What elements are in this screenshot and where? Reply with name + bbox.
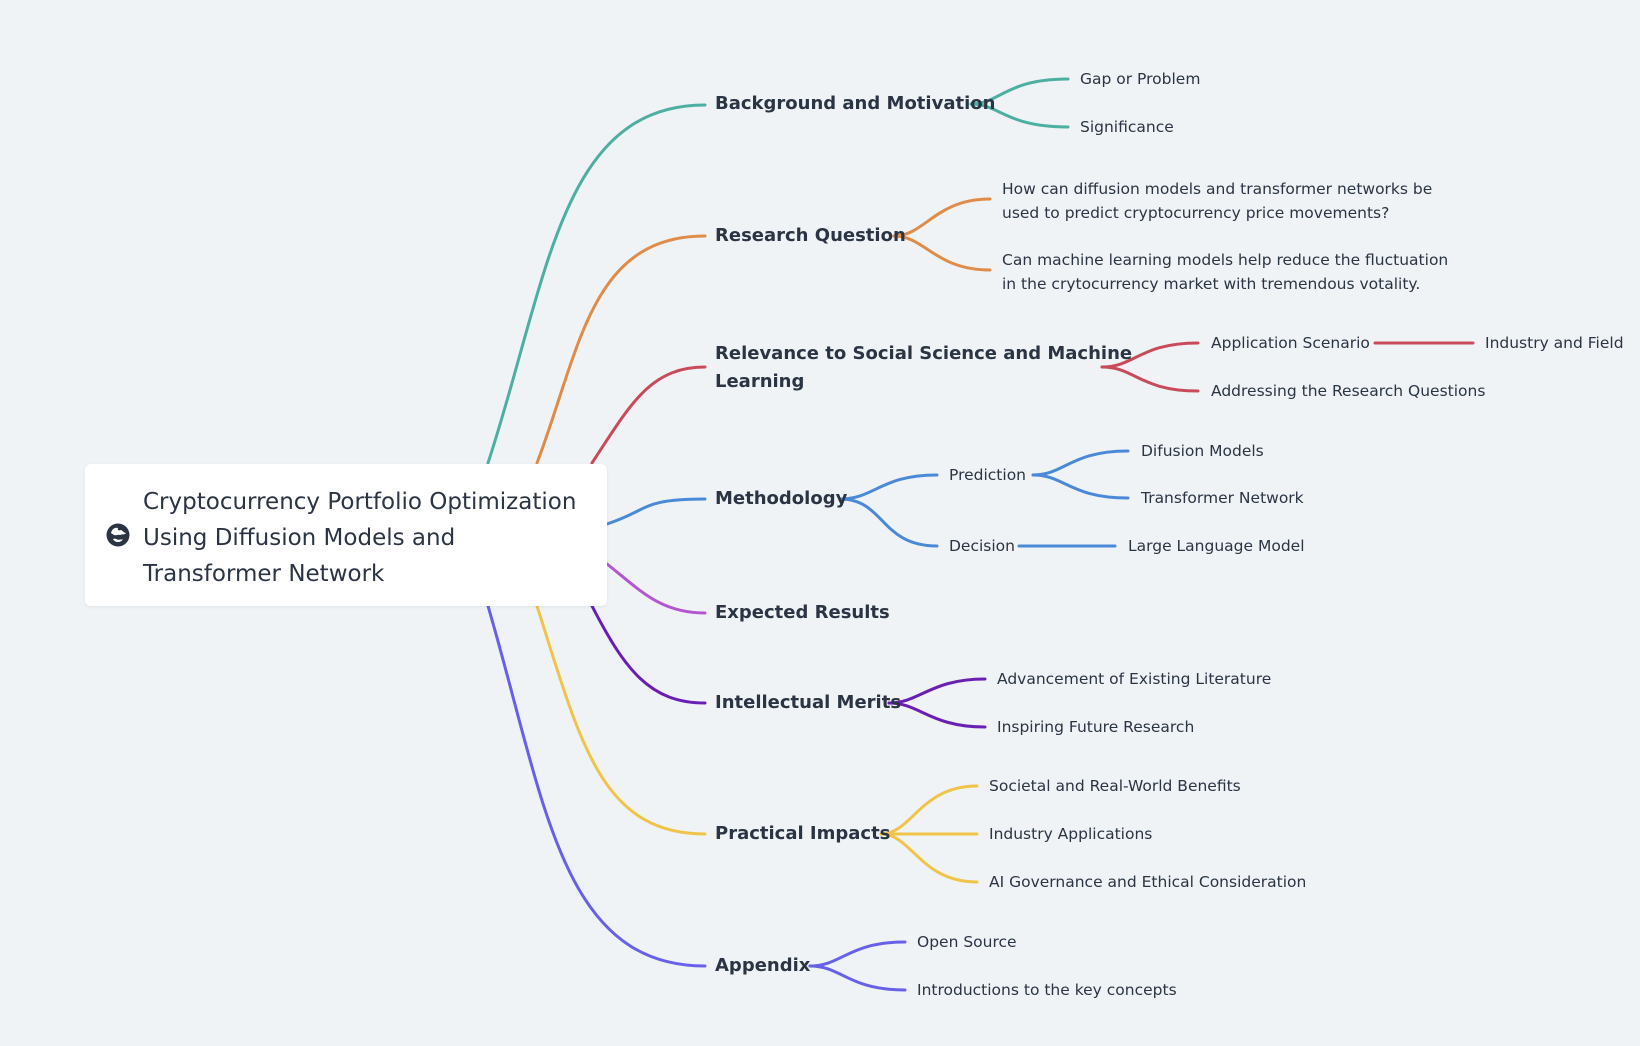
link-impacts-governance <box>879 832 979 884</box>
branch-appendix[interactable]: Appendix <box>715 955 811 976</box>
node-difusion-models[interactable]: Difusion Models <box>1141 442 1264 460</box>
node-transformer-network[interactable]: Transformer Network <box>1141 489 1304 507</box>
link-methodology-decision <box>838 497 939 548</box>
branch-methodology[interactable]: Methodology <box>715 488 848 509</box>
node-research-question-2[interactable]: Can machine learning models help reduce … <box>1002 251 1449 293</box>
link-relevance-addressing <box>1100 365 1200 393</box>
node-research-question-1[interactable]: How can diffusion models and transformer… <box>1002 180 1433 222</box>
link-prediction-diffusion <box>1031 449 1130 477</box>
node-prediction[interactable]: Prediction <box>949 466 1027 484</box>
web-globe-icon <box>106 523 130 547</box>
link-root-relevance <box>590 365 707 465</box>
link-impacts-societal <box>879 784 979 836</box>
link-background-significance <box>969 102 1070 129</box>
link-root-expected <box>605 562 707 615</box>
node-open-source[interactable]: Open Source <box>917 933 1017 951</box>
link-root-merits <box>590 604 707 705</box>
branch-research-question[interactable]: Research Question <box>715 225 906 246</box>
link-root-research <box>535 234 707 465</box>
node-introductions-key-concepts[interactable]: Introductions to the key concepts <box>917 981 1177 999</box>
link-merits-inspiring <box>887 701 987 729</box>
node-industry-applications[interactable]: Industry Applications <box>989 825 1153 843</box>
branch-practical-impacts[interactable]: Practical Impacts <box>715 823 891 844</box>
node-gap-or-problem[interactable]: Gap or Problem <box>1080 70 1201 88</box>
node-application-scenario[interactable]: Application Scenario <box>1211 334 1370 352</box>
node-decision[interactable]: Decision <box>949 537 1015 555</box>
link-relevance-application <box>1100 341 1200 369</box>
link-root-appendix <box>486 604 707 968</box>
root-node[interactable]: Cryptocurrency Portfolio Optimization Us… <box>85 464 607 606</box>
link-prediction-transformer <box>1031 473 1130 500</box>
node-addressing-research-questions[interactable]: Addressing the Research Questions <box>1211 382 1486 400</box>
node-advancement-literature[interactable]: Advancement of Existing Literature <box>997 670 1272 688</box>
link-merits-advancement <box>887 677 987 705</box>
node-industry-and-field[interactable]: Industry and Field <box>1485 334 1624 352</box>
link-root-background <box>486 103 707 465</box>
link-appendix-opensource <box>808 940 907 968</box>
link-appendix-intro <box>808 964 907 992</box>
link-research-q1 <box>892 197 992 238</box>
root-title: Cryptocurrency Portfolio Optimization Us… <box>143 489 577 587</box>
branch-intellectual-merits[interactable]: Intellectual Merits <box>715 692 902 713</box>
node-societal-benefits[interactable]: Societal and Real-World Benefits <box>989 777 1241 795</box>
link-root-methodology <box>605 497 707 526</box>
node-significance[interactable]: Significance <box>1080 118 1174 136</box>
link-background-gap <box>969 77 1070 106</box>
branch-relevance[interactable]: Relevance to Social Science and Machine … <box>715 343 1133 392</box>
link-methodology-prediction <box>838 473 939 501</box>
branch-expected-results[interactable]: Expected Results <box>715 602 890 623</box>
node-large-language-model[interactable]: Large Language Model <box>1128 537 1305 555</box>
branch-background-motivation[interactable]: Background and Motivation <box>715 93 996 114</box>
link-research-q2 <box>892 234 992 272</box>
link-root-impacts <box>535 604 707 836</box>
node-inspiring-future-research[interactable]: Inspiring Future Research <box>997 718 1195 736</box>
node-ai-governance[interactable]: AI Governance and Ethical Consideration <box>989 873 1307 891</box>
